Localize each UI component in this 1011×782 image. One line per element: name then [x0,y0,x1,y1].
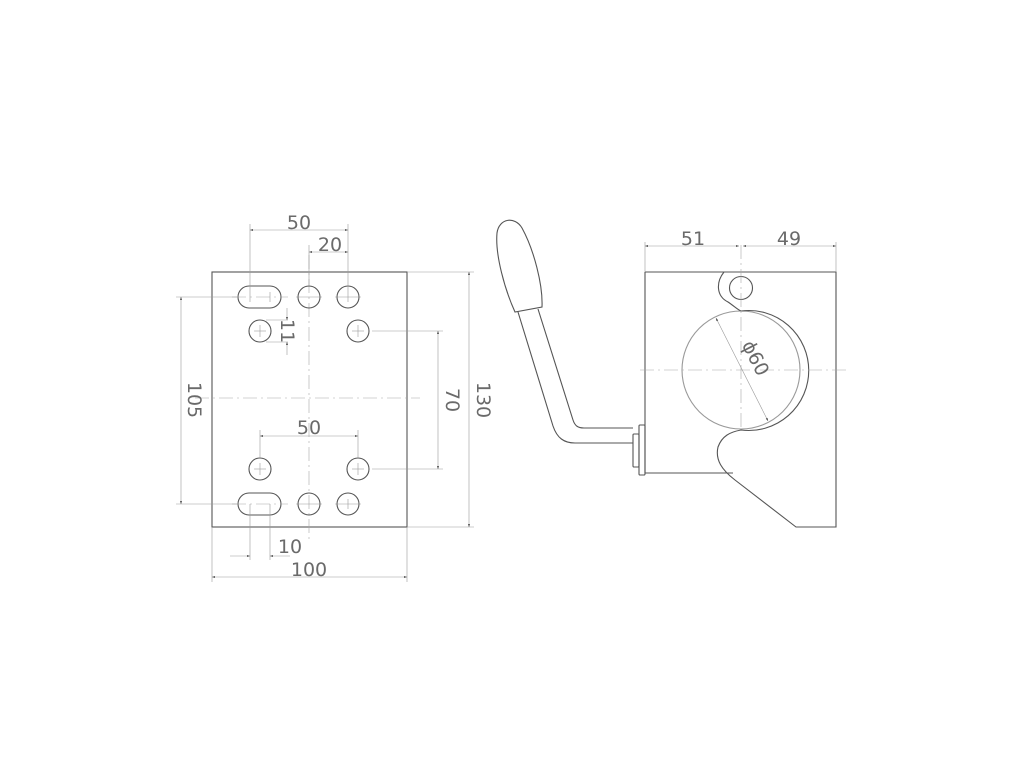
svg-text:49: 49 [777,228,801,250]
dim-hole-offset: 20 [308,234,348,286]
svg-text:ϕ60: ϕ60 [737,337,773,380]
svg-text:130: 130 [472,382,494,418]
dim-side-widths: 51 49 [644,228,837,272]
front-view: 50 20 11 105 70 [176,212,494,582]
svg-text:105: 105 [183,382,205,418]
clamp-body [645,271,837,528]
dim-outer-hole-span: 105 [176,296,238,505]
bottom-hole-right [335,492,361,516]
lever-hub-flange [638,424,646,476]
lever-hub [632,433,640,468]
bottom-slot [232,492,288,516]
svg-text:70: 70 [441,388,463,412]
lower-hole-right [346,457,370,481]
dim-bore-diameter: ϕ60 [715,317,773,422]
top-slot [232,285,288,309]
side-view: 51 49 ϕ60 [496,219,848,528]
dim-plate-height: 130 [407,271,494,528]
lever-shaft [517,311,633,444]
bottom-hole-center [296,492,322,516]
svg-text:20: 20 [318,234,342,256]
lever-shaft-inner [537,308,633,429]
dim-top-hole-spacing: 50 [249,212,349,292]
dim-plate-width: 100 [211,527,408,582]
dim-vertical-hole-offset: 11 [266,308,298,355]
dim-slot-length: 10 [230,504,302,560]
lower-hole-left [248,457,272,481]
dim-lower-hole-spacing: 50 [259,417,359,458]
svg-text:11: 11 [276,319,298,343]
plate-outline [211,271,408,528]
svg-text:50: 50 [287,212,311,234]
svg-text:10: 10 [278,536,302,558]
upper-hole-left [248,319,272,343]
svg-text:51: 51 [681,228,705,250]
upper-hole-right [346,319,370,343]
dim-inner-hole-span: 70 [372,330,463,470]
lever-knob [496,219,543,313]
clamp-body-left [644,272,733,474]
svg-text:50: 50 [297,417,321,439]
svg-text:100: 100 [291,559,327,581]
